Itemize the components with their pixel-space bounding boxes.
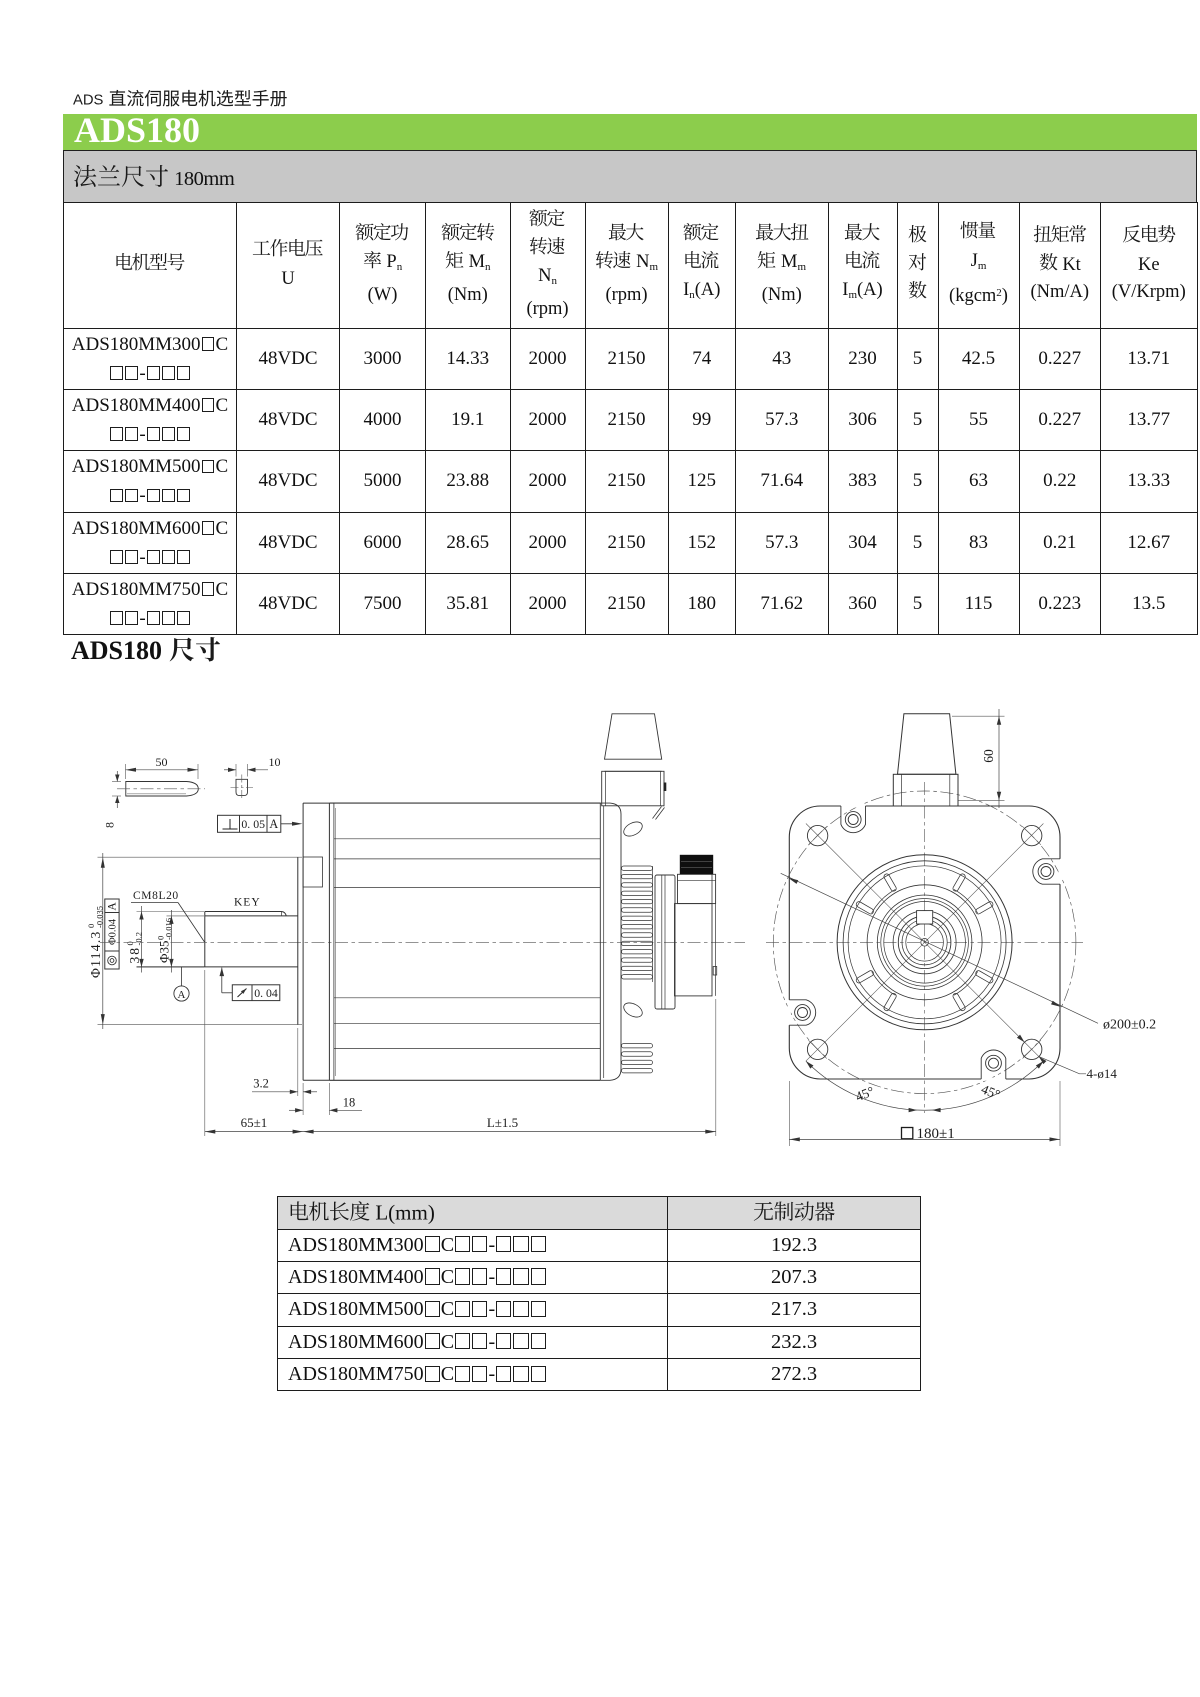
svg-text:0. 05: 0. 05 [241,817,265,831]
svg-text:L±1.5: L±1.5 [487,1115,518,1130]
svg-text:45°: 45° [979,1081,1002,1102]
svg-text:45°: 45° [853,1083,876,1104]
svg-text:4-ø14: 4-ø14 [1087,1066,1118,1081]
svg-text:-0.016: -0.016 [164,918,174,940]
svg-text:0. 04: 0. 04 [254,986,278,1000]
svg-text:A: A [269,817,278,831]
svg-text:Φ114.3: Φ114.3 [88,930,103,978]
svg-text:A: A [178,989,186,1001]
svg-text:65±1: 65±1 [241,1115,268,1130]
svg-text:Φ35: Φ35 [157,940,172,963]
svg-text:A: A [107,902,119,911]
svg-text:ø200±0.2: ø200±0.2 [1103,1018,1156,1033]
svg-text:CM8L20: CM8L20 [133,890,179,902]
svg-text:10: 10 [269,755,281,769]
svg-text:KEY: KEY [234,897,261,909]
svg-text:50: 50 [156,755,168,769]
svg-text:0: 0 [125,941,135,945]
svg-text:8: 8 [103,822,117,828]
svg-text:180±1: 180±1 [917,1126,955,1142]
svg-text:0: 0 [156,936,166,940]
svg-text:Φ0.04: Φ0.04 [108,918,119,945]
svg-text:-0.2: -0.2 [134,932,144,945]
svg-text:0: 0 [86,924,96,928]
svg-text:18: 18 [343,1096,356,1110]
svg-text:-0.035: -0.035 [95,906,105,928]
svg-text:60: 60 [981,749,996,763]
svg-text:38: 38 [127,946,142,964]
svg-text:3.2: 3.2 [253,1077,269,1091]
